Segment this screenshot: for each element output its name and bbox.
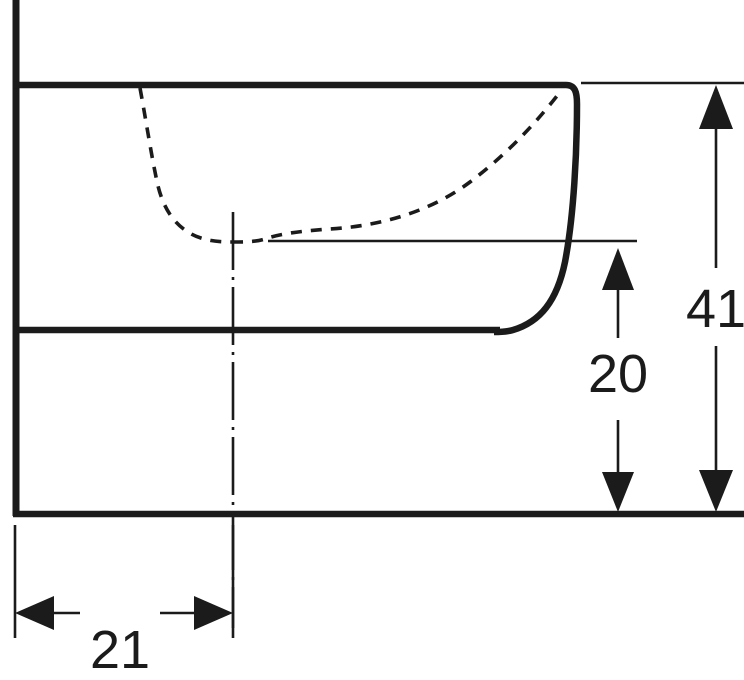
dimension-41-group: 41 — [686, 85, 744, 512]
dimension-20-arrow-up — [602, 248, 634, 290]
dimension-21-arrow-right — [194, 596, 233, 630]
dimension-20-group: 20 — [588, 248, 648, 512]
dimension-41-arrow-up — [699, 85, 733, 129]
hidden-bowl-left-curve — [138, 87, 233, 244]
hidden-bowl-right-curve — [231, 90, 562, 244]
dimension-20-arrow-down — [602, 472, 634, 512]
hidden-bowl-profile — [138, 87, 562, 244]
reference-lines — [268, 81, 744, 243]
dimension-41-arrow-down — [699, 470, 733, 512]
dimension-21-label: 21 — [90, 620, 150, 680]
dimension-41-label: 41 — [686, 279, 744, 339]
front-face-curve — [493, 81, 581, 336]
product-outline — [12, 0, 744, 518]
dimension-21-group: 21 — [13, 525, 235, 680]
dimension-21-arrow-left — [15, 596, 54, 630]
dimension-20-label: 20 — [588, 344, 648, 404]
